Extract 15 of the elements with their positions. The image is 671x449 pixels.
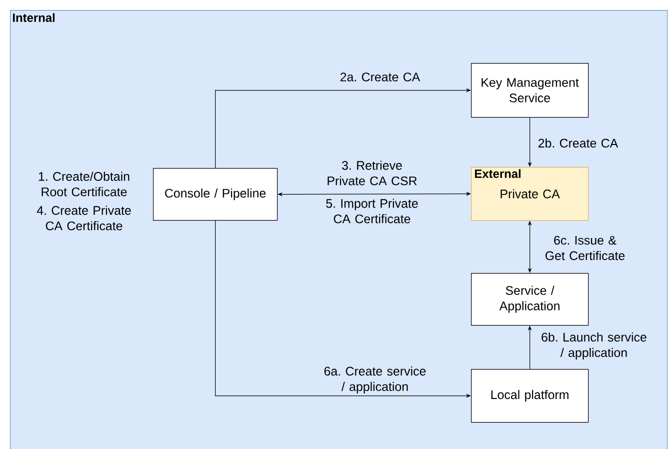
edge-label: 2a. Create CA [340, 72, 420, 82]
edge-label: 6c. Issue & Get Certificate [545, 236, 625, 260]
region-title: Internal [13, 13, 55, 22]
step-label: 5. Import Private CA Certificate [326, 198, 418, 224]
edge-label: 6a. Create service / application [324, 366, 426, 394]
step-note: 1. Create/Obtain Root Certificate [38, 172, 130, 196]
box-heading: External [475, 169, 521, 178]
edge-label: 6b. Launch service / application [542, 332, 646, 360]
process-box: Console / Pipeline [153, 168, 278, 221]
process-box: Service / Application [471, 273, 589, 326]
step-note: 4. Create Private CA Certificate [36, 206, 131, 230]
process-box: Key Management Service [471, 63, 589, 118]
edge-label: 2b. Create CA [538, 138, 618, 148]
edge-label: 3. Retrieve Private CA CSR [328, 160, 417, 186]
process-box: Local platform [471, 369, 589, 423]
